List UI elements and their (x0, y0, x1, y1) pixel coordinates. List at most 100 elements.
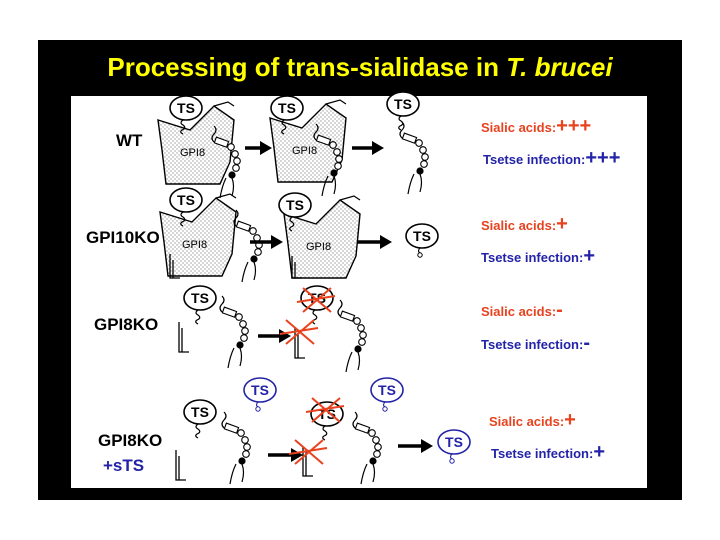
lipid-tail (241, 261, 249, 283)
membrane-anchor (294, 328, 305, 359)
membrane-anchor (169, 254, 180, 279)
sugar-circle (227, 143, 235, 151)
sugar-circle (249, 227, 257, 235)
ts-linker (281, 119, 287, 135)
gpi-anchor (399, 121, 429, 195)
anchor-box (223, 422, 240, 434)
transamidase-complex (283, 199, 361, 279)
tsetse-prefix: Tsetse infection: (491, 446, 593, 461)
ts-end (417, 252, 423, 258)
anchor-linker (313, 123, 319, 141)
cross-line (311, 397, 341, 423)
tsetse-label-wt: Tsetse infection:+++ (483, 147, 620, 169)
anchor-linker (221, 411, 227, 429)
process-arrow (352, 141, 384, 155)
cross-line (296, 295, 336, 303)
ts-oval (270, 95, 304, 121)
ts-protein: TS (370, 377, 404, 403)
lipid-tail (360, 463, 368, 485)
ts-oval (386, 91, 420, 117)
anchor-box (315, 134, 332, 146)
gpi8-transamidase: GPI8 (283, 195, 361, 279)
sugar-circle (419, 146, 427, 154)
arrow-head (279, 329, 291, 343)
ts-oval (370, 377, 404, 403)
ts-protein: TS (437, 429, 471, 455)
sugar-circle (231, 150, 239, 158)
ts-protein: TS (310, 401, 344, 427)
sialic-prefix: Sialic acids: (481, 304, 556, 319)
arrow-head (291, 448, 303, 462)
cross-line (302, 287, 332, 313)
ts-protein: TS (405, 223, 439, 249)
sugar-circle (372, 436, 380, 444)
sialic-value: - (556, 299, 563, 321)
row-label-gpi8ko: GPI8KO (94, 315, 158, 334)
wt-step3: TS (386, 91, 429, 195)
sugar-circle (368, 429, 376, 437)
gpi8-label: GPI8 (306, 241, 331, 253)
tsetse-value: + (593, 441, 605, 463)
sialic-value: +++ (556, 115, 591, 137)
ts-label: TS (177, 192, 195, 208)
tsetse-label-gpi10ko: Tsetse infection:+ (481, 245, 595, 267)
lipid-tail (231, 177, 235, 197)
ts-oval (405, 223, 439, 249)
sugar-circle (254, 248, 262, 256)
tsetse-prefix: Tsetse infection: (481, 250, 583, 265)
ts-label: TS (445, 434, 463, 450)
anchor-box (354, 422, 371, 434)
cross-line (285, 319, 315, 345)
sialic-label-gpi8ko: Sialic acids:- (481, 299, 563, 321)
sugar-circle (242, 450, 250, 458)
lipid-tail (229, 463, 237, 485)
gpi-anchor (219, 295, 249, 369)
ts-oval (278, 192, 312, 218)
sugar-circle (421, 153, 429, 161)
transamidase-complex (159, 197, 237, 277)
sugar-circle (357, 324, 365, 332)
cross-line (288, 447, 328, 455)
sugar-circle (359, 331, 367, 339)
process-arrow (258, 329, 291, 343)
free-ts: TS (437, 429, 471, 464)
ts-protein: TS (386, 91, 420, 117)
ts-label: TS (251, 382, 269, 398)
process-arrow (398, 439, 433, 453)
gpi8-label: GPI8 (292, 145, 317, 157)
lipid-tail (219, 177, 227, 199)
sugar-circle (335, 155, 343, 163)
ts-label: TS (394, 96, 412, 112)
inositol-dot (369, 457, 377, 465)
tsetse-value: + (583, 245, 595, 267)
cross-line (294, 439, 324, 465)
sts-step1: TS (183, 399, 251, 485)
sialic-label-gpi10ko: Sialic acids:+ (481, 213, 568, 235)
sugar-circle (243, 443, 251, 451)
sugar-circle (239, 320, 247, 328)
sugar-circle (415, 139, 423, 147)
arrow-head (372, 141, 384, 155)
anchor-linker (219, 295, 225, 313)
red-cross-mark (288, 439, 328, 465)
sugar-circle (241, 327, 249, 335)
gpi-anchor (352, 411, 382, 485)
ts-protein: TS (270, 95, 304, 121)
wt-step2: GPI8 TS (269, 95, 347, 197)
gpi-anchor (313, 123, 343, 197)
sugar-circle (329, 141, 337, 149)
anchor-box (339, 310, 356, 322)
sugar-circle (240, 334, 248, 342)
tsetse-value: - (583, 332, 590, 354)
transamidase-complex (157, 105, 235, 185)
gpi8-transamidase: GPI8 (157, 101, 235, 185)
ts-label: TS (413, 228, 431, 244)
process-arrow (357, 235, 392, 249)
sugar-circle (334, 162, 342, 170)
sugar-circle (235, 313, 243, 321)
process-arrow (268, 448, 303, 462)
sialic-prefix: Sialic acids: (481, 120, 556, 135)
ts-linker (180, 211, 186, 227)
process-arrow (245, 141, 272, 155)
